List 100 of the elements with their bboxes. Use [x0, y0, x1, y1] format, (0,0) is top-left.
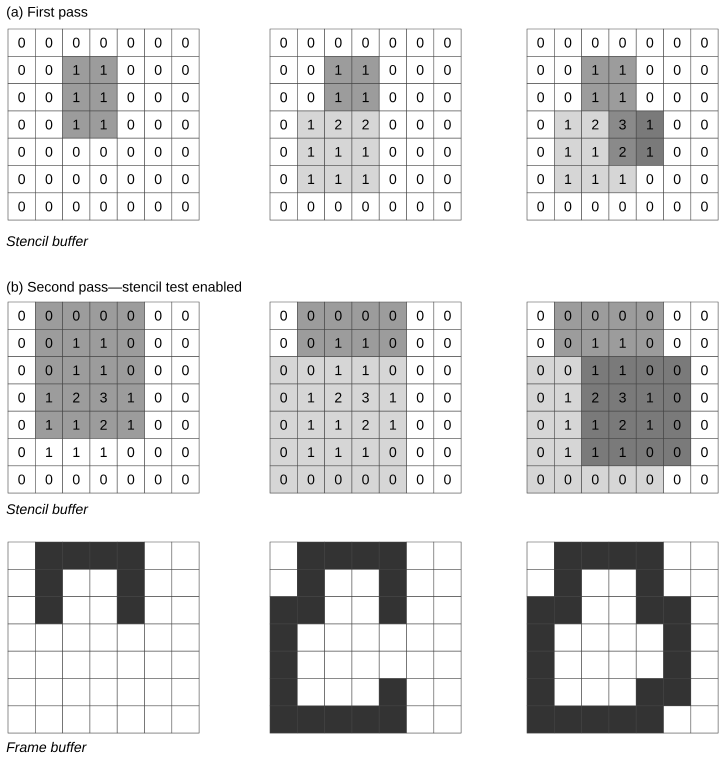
grid-cell: 0: [90, 192, 118, 220]
grid-cell: 0: [663, 165, 692, 194]
grid-cell: 0: [378, 165, 407, 194]
grid-cell: 0: [526, 192, 555, 220]
grid-cell: 1: [324, 165, 352, 194]
grid-cell: 1: [62, 56, 90, 84]
grid-cell: 0: [35, 466, 63, 494]
grid-cell: 1: [636, 138, 664, 166]
grid-cell: 0: [406, 28, 434, 57]
grid-cell: 0: [297, 28, 325, 57]
grid-cell: 1: [62, 110, 90, 138]
grid-cell: 0: [636, 83, 664, 112]
grid-cell: 0: [8, 138, 36, 166]
panel-title: (b) Second pass—stencil test enabled: [7, 281, 242, 295]
grid-cell: 0: [35, 110, 63, 138]
grid-cell: 0: [526, 329, 555, 357]
grid-cell: 1: [324, 56, 352, 84]
grid-cell: 1: [90, 356, 118, 384]
grid-cell: 0: [8, 410, 36, 439]
grid-cell: 1: [62, 410, 90, 439]
grid-cell: 0: [554, 28, 582, 57]
grid-cell: 0: [35, 28, 63, 57]
grid-cell: 1: [352, 138, 380, 166]
grid-cell: 1: [352, 56, 380, 84]
grid-cell: 0: [172, 466, 200, 494]
grid-cell: 0: [270, 384, 298, 412]
grid-cell: 1: [581, 329, 610, 357]
grid-cell: 1: [324, 329, 352, 357]
grid-cell: 0: [172, 192, 200, 220]
grid-cell: 1: [554, 384, 582, 412]
grid-cell: 0: [663, 56, 692, 84]
grid-cell: 1: [324, 356, 352, 384]
grid-cell: 0: [663, 410, 692, 439]
grid-cell: 0: [62, 138, 90, 166]
grid-cell: 0: [116, 438, 145, 466]
grid-cell: 0: [378, 438, 407, 466]
grid-cell: 0: [608, 466, 636, 494]
grid-cell: 0: [378, 138, 407, 166]
caption: Frame buffer: [6, 742, 87, 752]
grid-cell: 1: [608, 329, 636, 357]
grid-cell: 0: [270, 438, 298, 466]
grid-cell: 0: [144, 138, 172, 166]
grid-cell: 1: [35, 384, 63, 412]
grid-cell: 0: [406, 438, 434, 466]
grid-cell: 0: [690, 28, 718, 57]
grid-cell: 1: [581, 138, 610, 166]
grid-cell: 0: [90, 466, 118, 494]
grid-cell: 1: [324, 410, 352, 439]
grid-cell: 0: [526, 28, 555, 57]
grid-cell: 0: [434, 329, 462, 357]
grid-cell: 0: [378, 466, 407, 494]
grid-cell: 1: [35, 438, 63, 466]
grid-cell: 1: [352, 356, 380, 384]
grid-cell: 1: [554, 438, 582, 466]
panel-title: (a) First pass: [7, 6, 88, 20]
grid-cell: 2: [581, 384, 610, 412]
grid-cell: 0: [663, 110, 692, 138]
grid-cell: 0: [352, 302, 380, 330]
grid-cell: 0: [434, 165, 462, 194]
grid-cell: 0: [116, 356, 145, 384]
grid-cell: 0: [144, 28, 172, 57]
grid-cell: 0: [352, 466, 380, 494]
grid-cell: 0: [581, 28, 610, 57]
grid-cell: 0: [172, 28, 200, 57]
grid-cell: 0: [378, 56, 407, 84]
grid-cell: 0: [270, 138, 298, 166]
grid-cell: 0: [554, 302, 582, 330]
grid-cell: 1: [90, 83, 118, 112]
grid-cell: 0: [406, 356, 434, 384]
grid-cell: 0: [90, 138, 118, 166]
grid-cell: 0: [172, 410, 200, 439]
grid-cell: 1: [116, 384, 145, 412]
grid-cell: 0: [636, 56, 664, 84]
grid-cell: 0: [8, 466, 36, 494]
grid-cell: 0: [406, 410, 434, 439]
grid-cell: 2: [324, 110, 352, 138]
grid-cell: 1: [608, 165, 636, 194]
grid-cell: 0: [270, 466, 298, 494]
grid-cell: 0: [8, 302, 36, 330]
grid-cell: 0: [352, 192, 380, 220]
grid-cell: 1: [581, 356, 610, 384]
grid-cell: 0: [434, 28, 462, 57]
grid-cell: 0: [406, 110, 434, 138]
grid-cell: 0: [434, 56, 462, 84]
grid-cell: 1: [581, 410, 610, 439]
grid-cell: 0: [663, 329, 692, 357]
grid-cell: 0: [434, 410, 462, 439]
grid-cell: 1: [581, 56, 610, 84]
grid-cell: 1: [554, 110, 582, 138]
grid-cell: 1: [297, 438, 325, 466]
grid-cell: 0: [690, 384, 718, 412]
grid-cell: 0: [690, 192, 718, 220]
grid-cell: 0: [8, 192, 36, 220]
grid-cell: 0: [172, 302, 200, 330]
grid-cell: 0: [62, 466, 90, 494]
grid-cell: 1: [116, 410, 145, 439]
grid-cell: 0: [90, 28, 118, 57]
grid-cell: 0: [270, 192, 298, 220]
grid-cell: 0: [172, 138, 200, 166]
grid-cell: 1: [636, 410, 664, 439]
